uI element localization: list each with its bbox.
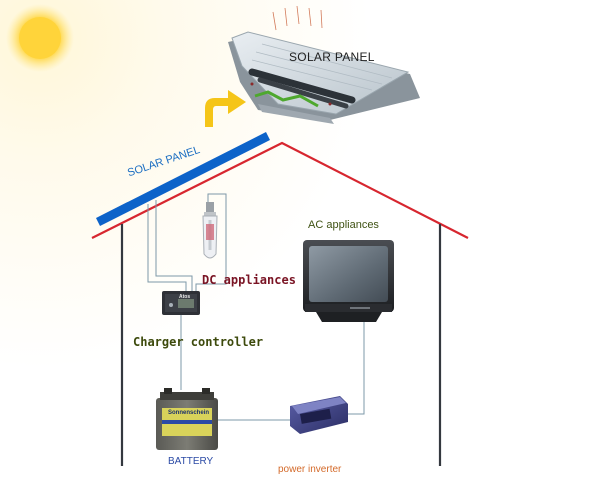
sun-icon: [6, 4, 74, 72]
ac-appliances-label: AC appliances: [308, 219, 379, 231]
arrow-icon: [205, 90, 246, 127]
charge-controller-icon: [162, 291, 200, 315]
power-inverter-label: power inverter: [278, 464, 342, 475]
tv-icon: [303, 240, 394, 322]
solar-panel-icon: [228, 31, 420, 124]
battery-brand-text: Sonnenschein: [168, 410, 210, 416]
battery-label: BATTERY: [168, 456, 214, 467]
house-outline: [91, 141, 469, 466]
light-bulb-icon: [202, 202, 218, 259]
battery-icon: [156, 388, 218, 450]
charger-controller-label: Charger controller: [133, 335, 264, 349]
controller-brand-text: Atos: [179, 294, 191, 300]
sun-rays: [272, 5, 323, 31]
wiring: [147, 193, 365, 421]
solar-panel-top-label: SOLAR PANEL: [289, 50, 375, 64]
roof-solar-panel: [96, 132, 270, 226]
dc-appliances-label: DC appliances: [202, 273, 296, 287]
inverter-icon: [290, 396, 348, 434]
